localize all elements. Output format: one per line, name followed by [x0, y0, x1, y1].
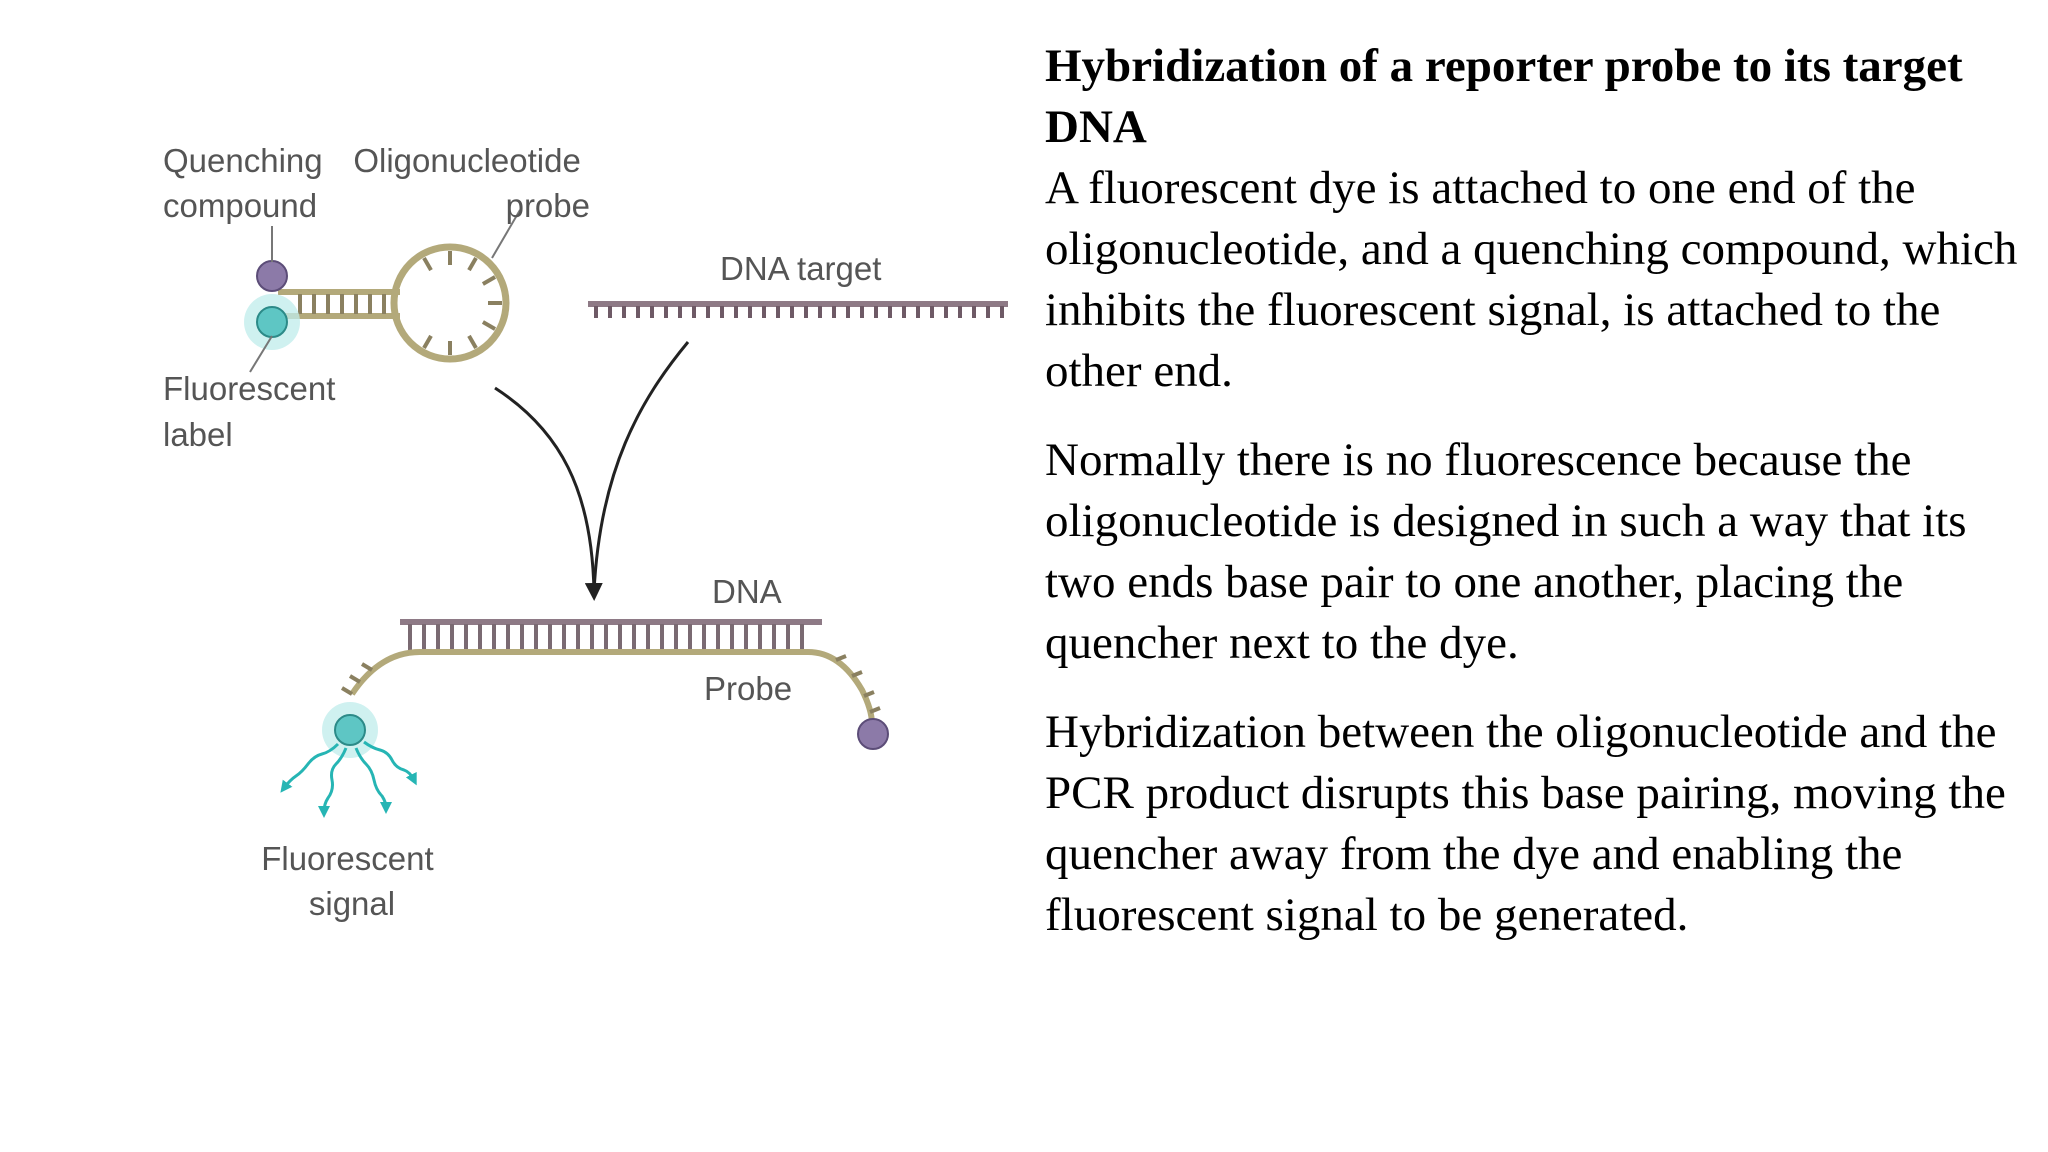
probe-tail-base — [360, 662, 374, 672]
probe-tail-base — [835, 654, 847, 662]
stem-base-pairs — [298, 294, 386, 314]
fluorescent-signal-label: Fluorescent signal — [261, 840, 443, 922]
loop-base — [481, 275, 497, 286]
quenching-compound-label: Quenching compound — [163, 142, 332, 224]
probe-strand — [349, 649, 875, 725]
dna-target-label: DNA target — [720, 250, 881, 287]
probe-leader — [491, 209, 521, 259]
probe-tail-base — [851, 670, 863, 678]
probe-tail-base — [869, 706, 881, 714]
probe-label: Probe — [704, 670, 792, 707]
page-title: Hybridization of a reporter probe to its… — [1045, 40, 1963, 153]
text-panel: Hybridization of a reporter probe to its… — [1045, 36, 2025, 974]
probe-loop — [390, 243, 510, 363]
loop-base — [467, 256, 478, 272]
paragraph-3: Hybridization between the oligonucleotid… — [1045, 706, 2006, 941]
probe-tail-base — [340, 686, 354, 696]
dna-target-strand — [588, 301, 1008, 318]
paragraph-2: Normally there is no fluorescence becaus… — [1045, 434, 1967, 669]
paragraph-1: A fluorescent dye is attached to one end… — [1045, 162, 2018, 397]
oligonucleotide-probe-label: Oligonucleotide probe — [353, 142, 590, 224]
fluorescent-label-label: Fluorescent label — [163, 370, 345, 453]
emission-rays — [280, 740, 417, 818]
separated-quencher — [857, 718, 889, 750]
hybridized-complex — [280, 619, 889, 818]
fluorophore-sphere — [256, 306, 288, 338]
loop-base — [481, 320, 497, 331]
probe-tail-base — [863, 690, 875, 698]
hybridization-arrow-right — [592, 341, 690, 593]
emitting-fluorophore — [334, 714, 366, 746]
dna-label: DNA — [712, 573, 782, 610]
hairpin-probe — [244, 209, 521, 373]
fluorophore-leader — [249, 335, 273, 373]
hybridization-arrow-left — [494, 386, 603, 601]
loop-base — [467, 334, 478, 350]
loop-base — [422, 256, 433, 272]
probe-tail-base — [348, 674, 362, 684]
quencher-sphere — [256, 260, 288, 292]
loop-bases — [422, 251, 502, 355]
loop-base — [422, 334, 433, 350]
hybridization-diagram: Quenching compound Oligonucleotide probe… — [163, 142, 1008, 922]
